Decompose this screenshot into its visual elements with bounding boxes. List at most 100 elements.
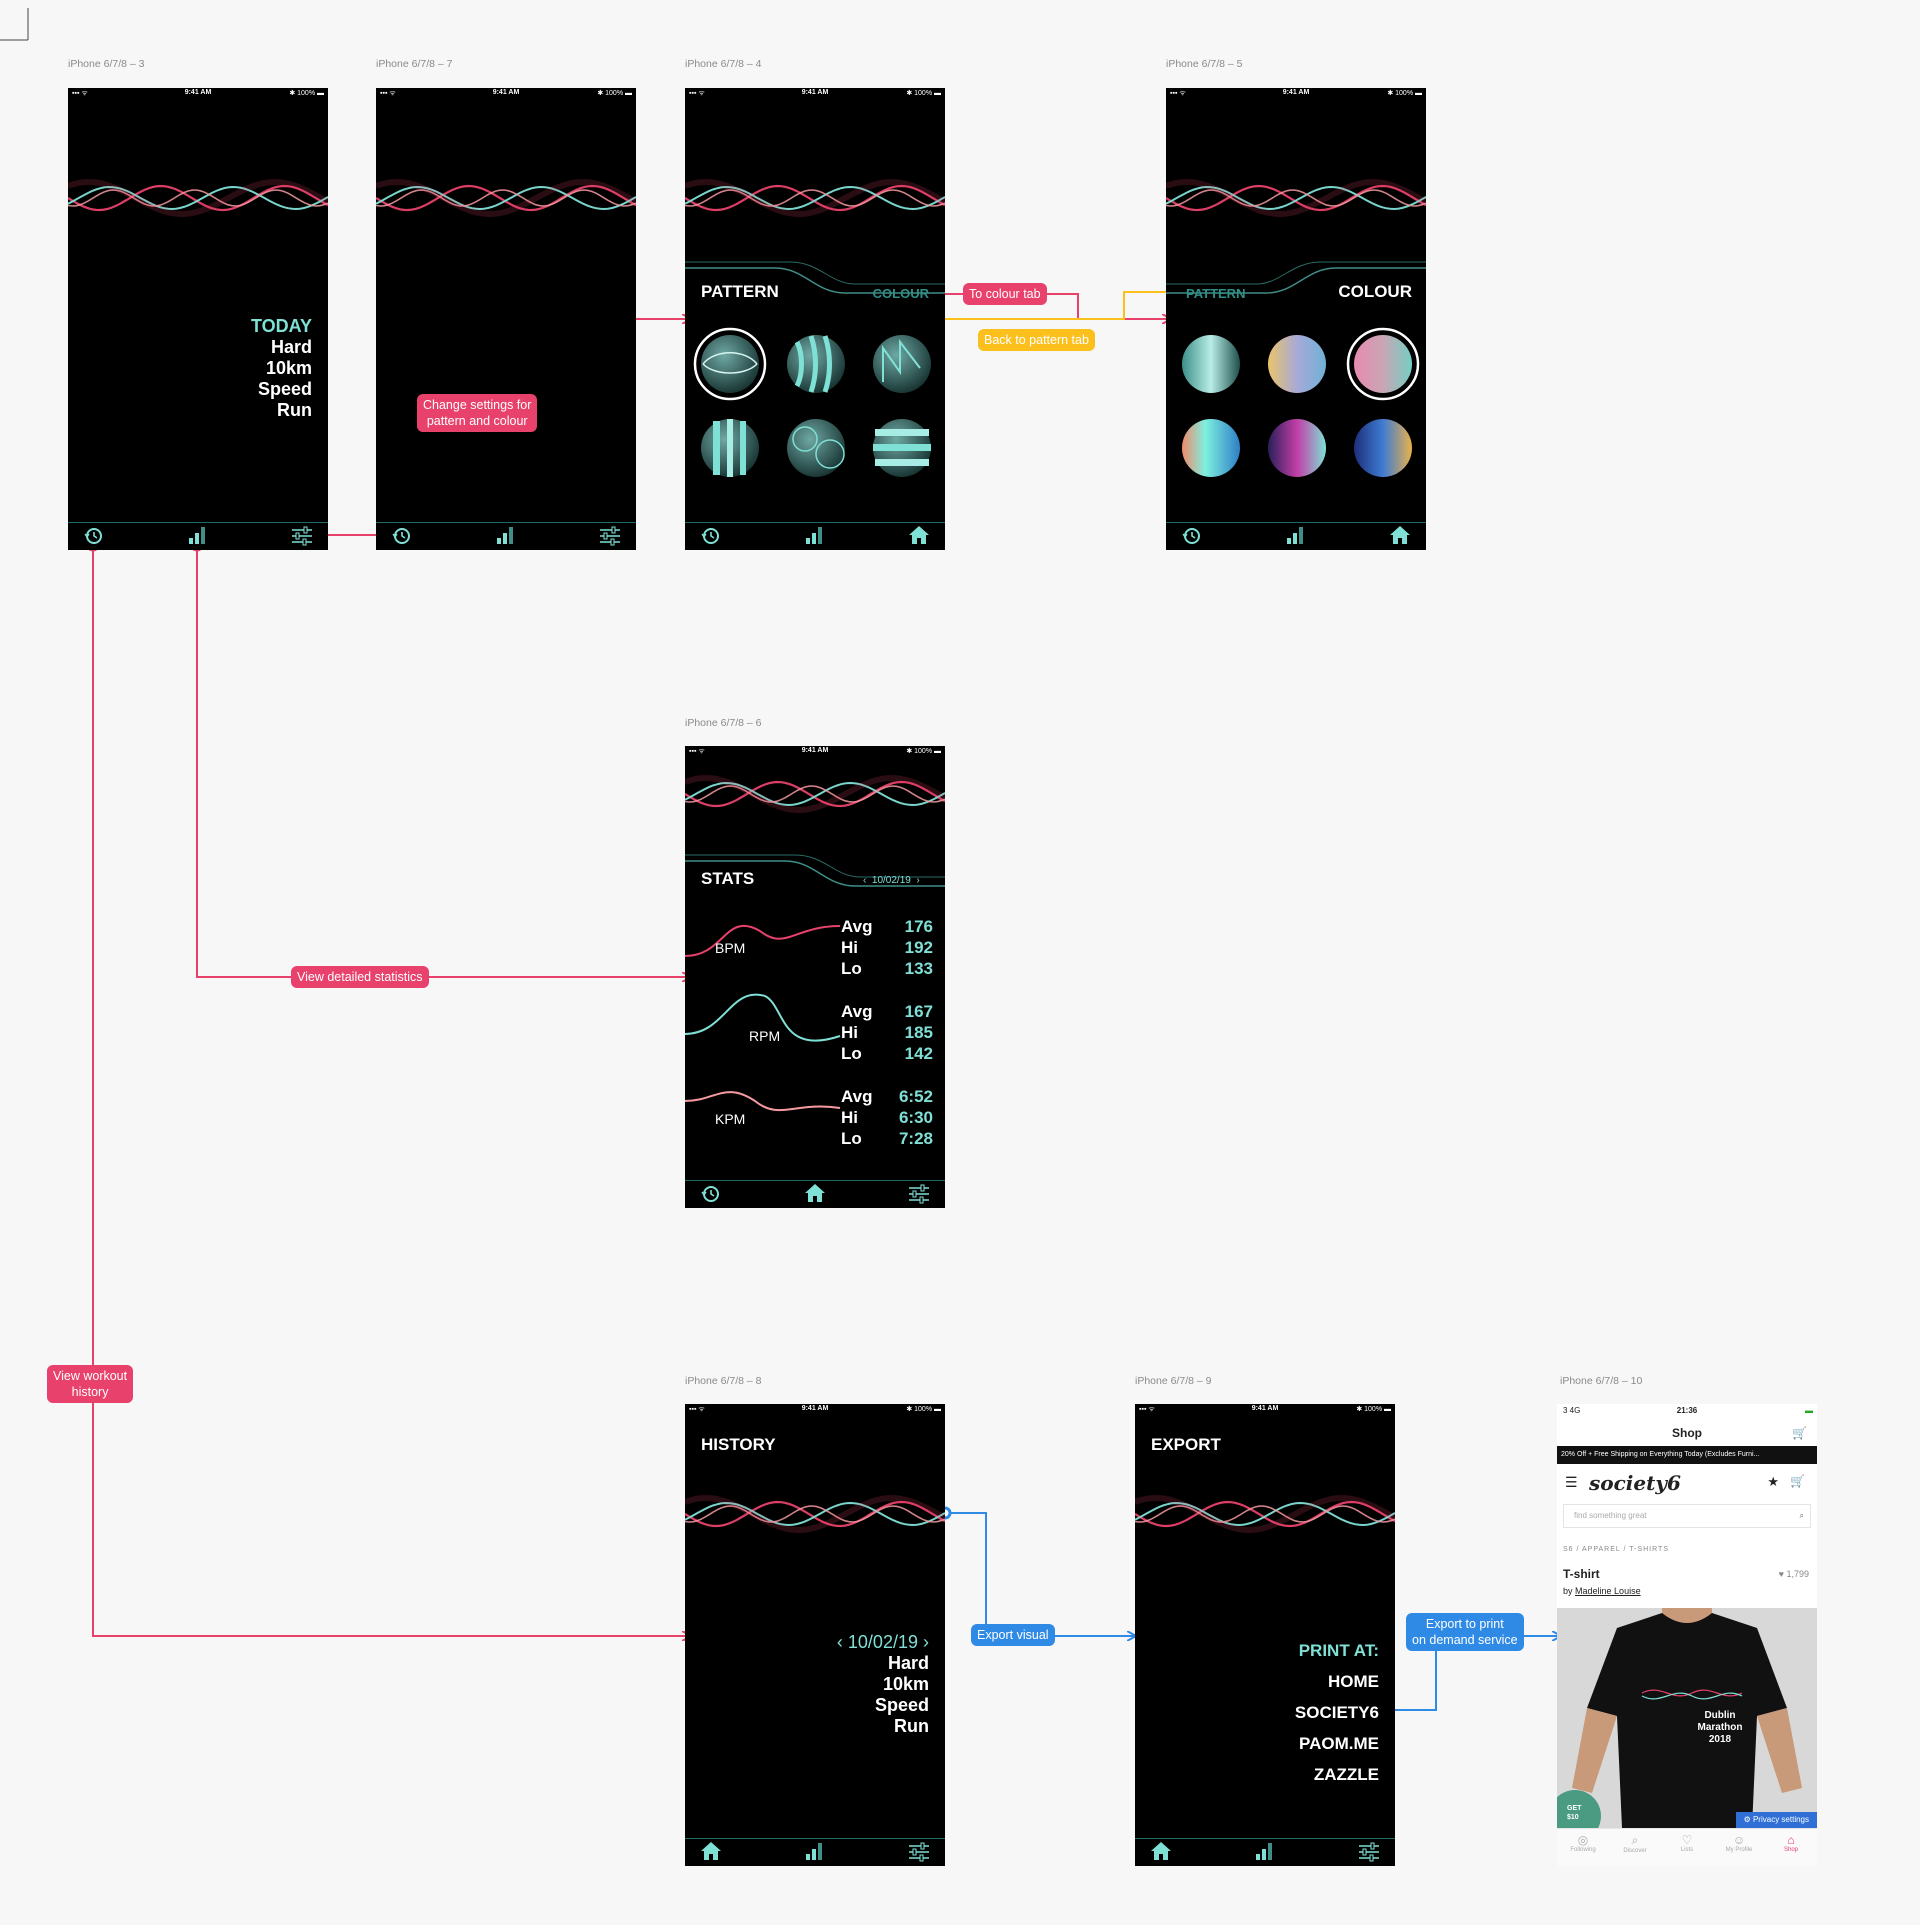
colour-option-coral-aqua[interactable] (1182, 419, 1240, 477)
tab-bar (84, 526, 312, 546)
colour-option-blue-gold[interactable] (1354, 419, 1412, 477)
stats-icon[interactable] (806, 527, 822, 544)
export-options: PRINT AT: HOME SOCIETY6 PAOM.ME ZAZZLE (1295, 1635, 1379, 1790)
settings-icon[interactable] (600, 526, 620, 546)
annotation-view-history: View workout history (47, 1365, 134, 1403)
home-icon[interactable] (701, 1842, 721, 1860)
wave-line (685, 781, 945, 807)
stats-icon[interactable] (497, 527, 513, 544)
tab-divider (376, 522, 636, 523)
settings-icon[interactable] (909, 1184, 929, 1204)
tab-pattern[interactable]: PATTERN (1186, 286, 1246, 301)
tag-icon: ⌂ (1787, 1833, 1795, 1847)
pattern-option-stripes-curved[interactable] (787, 335, 845, 393)
export-option-society6[interactable]: SOCIETY6 (1294, 1703, 1379, 1722)
cart-icon[interactable]: 🛒 (1790, 1474, 1805, 1488)
history-icon[interactable] (84, 528, 102, 544)
annotation-export-visual: Export visual (971, 1624, 1055, 1646)
artist-link[interactable]: Madeline Louise (1575, 1586, 1641, 1596)
star-icon[interactable]: ★ (1767, 1474, 1779, 1489)
settings-icon[interactable] (909, 1842, 929, 1862)
wave-line (1166, 185, 1426, 211)
history-date-selector[interactable]: ‹ 10/02/19 › (837, 1632, 929, 1653)
clock: 21:36 (1676, 1406, 1698, 1415)
connector-pattern (936, 291, 1170, 319)
tab-divider (68, 522, 328, 523)
tab-bar (1151, 1842, 1379, 1862)
frame-label: iPhone 6/7/8 – 9 (1135, 1375, 1212, 1387)
frame-label: iPhone 6/7/8 – 3 (68, 58, 145, 70)
wave-line (68, 184, 328, 212)
wave-line (685, 184, 945, 212)
tab-pattern[interactable]: PATTERN (701, 282, 779, 301)
stats-icon[interactable] (1287, 527, 1303, 544)
search-icon[interactable]: ⌕ (1799, 1511, 1804, 1520)
history-icon[interactable] (392, 528, 410, 544)
pattern-option-horizontal-bars[interactable] (873, 419, 931, 477)
wave-line (376, 185, 636, 211)
privacy-settings-button[interactable]: ⚙ Privacy settings (1735, 1812, 1817, 1828)
date-selector[interactable]: ‹ 10/02/19 › (863, 875, 920, 886)
likes-count[interactable]: ♥ 1,799 (1778, 1569, 1809, 1579)
chevron-left-icon[interactable]: ‹ (863, 875, 867, 886)
history-icon[interactable] (1182, 528, 1200, 544)
tab-colour[interactable]: COLOUR (872, 286, 929, 301)
tab-my-profile[interactable]: ☺My Profile (1713, 1833, 1765, 1853)
search-input[interactable]: find something great⌕ (1563, 1504, 1811, 1528)
heart-icon[interactable]: ♥ (1778, 1569, 1784, 1579)
promo-banner[interactable]: 20% Off + Free Shipping on Everything To… (1557, 1446, 1817, 1464)
stats-icon[interactable] (806, 1843, 822, 1860)
tab-shop[interactable]: ⌂Shop (1765, 1833, 1817, 1853)
wave-line (68, 185, 328, 211)
chevron-right-icon[interactable]: › (916, 875, 920, 886)
export-option-zazzle[interactable]: ZAZZLE (1313, 1765, 1379, 1784)
breadcrumb[interactable]: S6 / APPAREL / T-SHIRTS (1563, 1546, 1669, 1553)
cart-icon[interactable]: 🛒 (1792, 1426, 1807, 1440)
home-icon[interactable] (1151, 1842, 1171, 1860)
wave-line (1135, 1501, 1395, 1527)
settings-icon[interactable] (292, 526, 312, 546)
history-icon[interactable] (701, 528, 719, 544)
colour-option-teal[interactable] (1182, 335, 1240, 393)
colour-option-purple-magenta[interactable] (1268, 419, 1326, 477)
annotation-to-colour-tab: To colour tab (963, 283, 1047, 305)
frame-label: iPhone 6/7/8 – 8 (685, 1375, 762, 1387)
tab-following[interactable]: ◎Following (1557, 1833, 1609, 1853)
home-icon[interactable] (909, 526, 929, 544)
home-icon[interactable] (1390, 526, 1410, 544)
society6-logo[interactable]: society6 (1589, 1471, 1681, 1495)
chevron-left-icon[interactable]: ‹ (836, 1632, 843, 1652)
tab-bar (392, 526, 620, 546)
chevron-right-icon[interactable]: › (923, 1632, 929, 1652)
product-image[interactable]: Dublin Marathon 2018 GET $10 ⚙ Privacy s… (1557, 1608, 1817, 1828)
today-label: TODAY (250, 316, 312, 336)
menu-icon[interactable]: ☰ (1565, 1474, 1578, 1490)
wave-line (1166, 184, 1426, 212)
colour-option-gold-blue[interactable] (1268, 335, 1326, 393)
annotation-back-to-pattern-tab: Back to pattern tab (978, 329, 1095, 351)
pattern-option-wave[interactable] (693, 327, 767, 401)
settings-icon[interactable] (1359, 1842, 1379, 1862)
stats-icon[interactable] (189, 527, 205, 544)
pattern-option-vertical-bars[interactable] (701, 419, 759, 477)
home-icon[interactable] (805, 1184, 825, 1202)
pattern-option-zigzag[interactable] (873, 335, 931, 393)
tab-lists[interactable]: ♡Lists (1661, 1833, 1713, 1853)
tab-colour[interactable]: COLOUR (1338, 282, 1412, 301)
tab-discover[interactable]: ⌕Discover (1609, 1833, 1661, 1854)
export-option-paom[interactable]: PAOM.ME (1299, 1734, 1379, 1753)
export-option-home[interactable]: HOME (1328, 1672, 1379, 1691)
pattern-option-circles[interactable] (787, 419, 845, 477)
stats-icon[interactable] (1256, 1843, 1272, 1860)
tab-divider (1135, 1838, 1395, 1839)
colour-option-pink-teal[interactable] (1354, 335, 1412, 393)
history-icon[interactable] (701, 1186, 719, 1202)
